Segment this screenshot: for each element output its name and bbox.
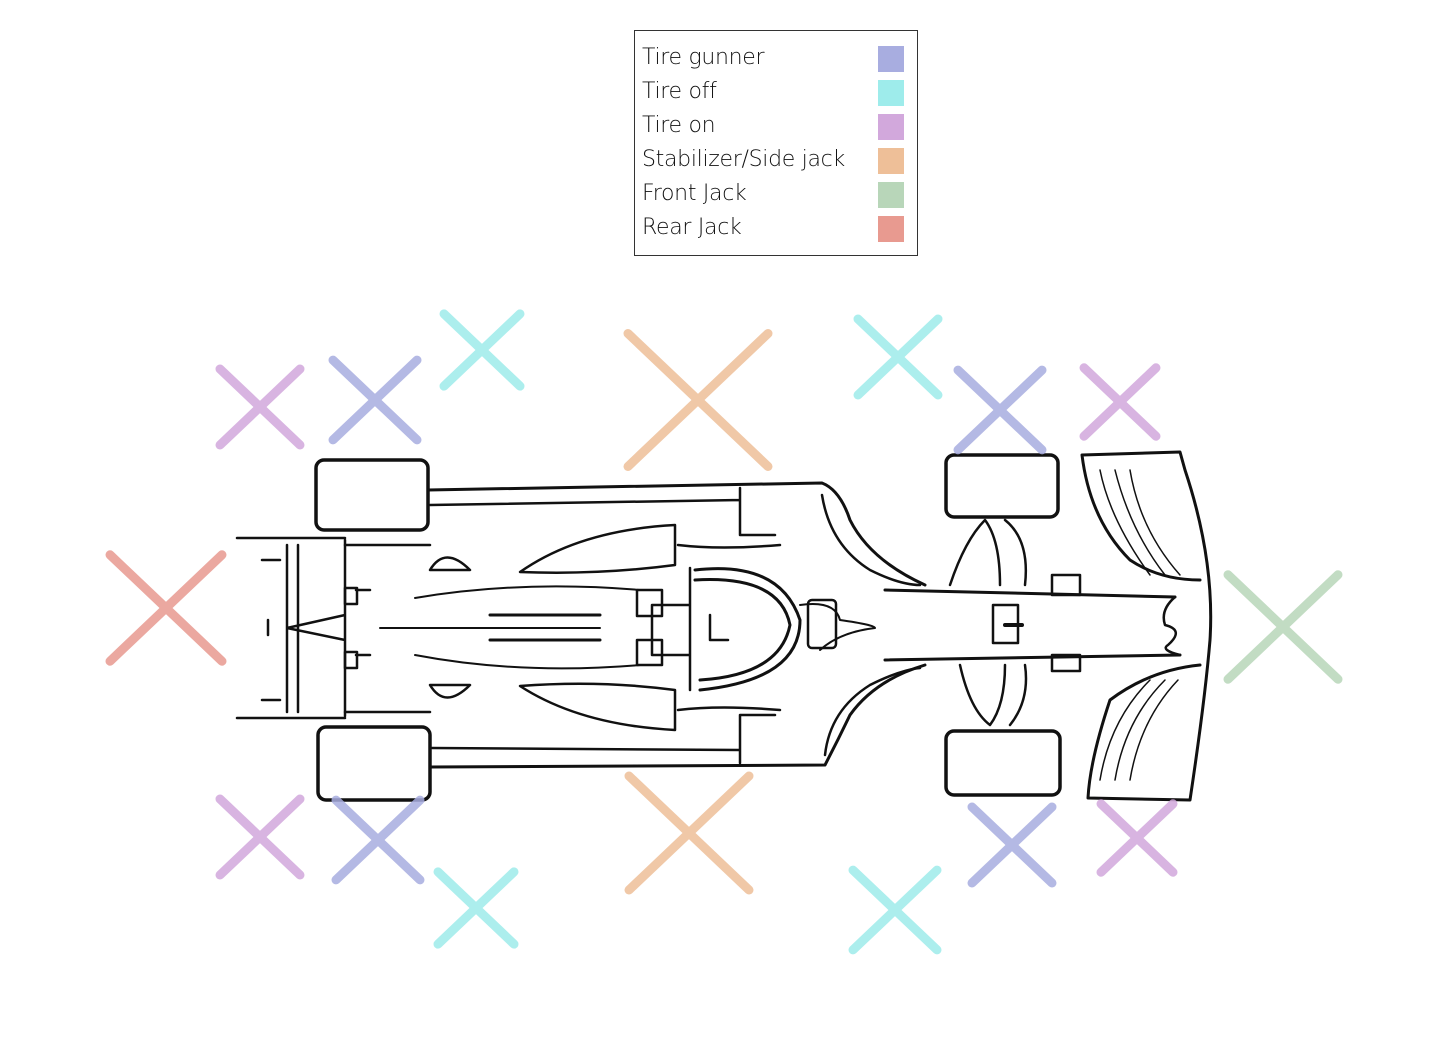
legend-label: Rear Jack: [642, 215, 742, 240]
marker-stroke: [328, 355, 422, 445]
crew-marker-tire-off: [439, 309, 525, 391]
legend-swatch: [878, 216, 904, 242]
legend-item: Front Jack: [642, 179, 904, 213]
crew-marker-stabilizer-side-jack: [624, 771, 754, 895]
legend-item: Stabilizer/Side jack: [642, 145, 904, 179]
crew-marker-rear-jack: [105, 550, 227, 666]
crew-marker-tire-on: [215, 794, 305, 880]
marker-stroke: [215, 794, 305, 880]
marker-stroke: [1079, 363, 1161, 441]
legend-label: Front Jack: [642, 181, 747, 206]
crew-marker-tire-on: [1096, 799, 1178, 877]
crew-marker-tire-gunner: [328, 355, 422, 445]
crew-marker-tire-gunner: [953, 365, 1047, 455]
marker-stroke: [1223, 570, 1343, 684]
legend-swatch: [878, 114, 904, 140]
legend-swatch: [878, 148, 904, 174]
legend-item: Tire gunner: [642, 43, 904, 77]
crew-marker-tire-off: [433, 867, 519, 949]
marker-stroke: [439, 309, 525, 391]
legend-item: Tire off: [642, 77, 904, 111]
marker-stroke: [331, 795, 425, 885]
crew-marker-tire-gunner: [331, 795, 425, 885]
marker-stroke: [848, 865, 942, 955]
marker-stroke: [623, 329, 773, 471]
marker-stroke: [105, 550, 227, 666]
crew-marker-stabilizer-side-jack: [623, 329, 773, 471]
marker-stroke: [624, 771, 754, 895]
crew-marker-tire-gunner: [967, 802, 1057, 888]
crew-marker-tire-off: [848, 865, 942, 955]
legend-swatch: [878, 46, 904, 72]
front-left-tire: [944, 453, 1060, 519]
crew-marker-tire-on: [215, 364, 305, 450]
rear-left-tire: [314, 458, 430, 532]
marker-stroke: [433, 867, 519, 949]
crew-markers: [105, 309, 1343, 955]
legend-label: Tire off: [642, 79, 717, 104]
legend-label: Tire on: [642, 113, 716, 138]
legend-swatch: [878, 80, 904, 106]
marker-stroke: [953, 365, 1047, 455]
legend-label: Stabilizer/Side jack: [642, 147, 845, 172]
marker-stroke: [215, 364, 305, 450]
crew-marker-tire-off: [853, 314, 943, 400]
front-right-tire: [944, 729, 1062, 797]
marker-stroke: [967, 802, 1057, 888]
marker-stroke: [853, 314, 943, 400]
car-outline: [235, 450, 1213, 802]
legend-item: Tire on: [642, 111, 904, 145]
crew-marker-front-jack: [1223, 570, 1343, 684]
legend-label: Tire gunner: [642, 45, 765, 70]
legend-swatch: [878, 182, 904, 208]
crew-marker-tire-on: [1079, 363, 1161, 441]
marker-stroke: [1096, 799, 1178, 877]
rear-right-tire: [316, 725, 432, 802]
legend-item: Rear Jack: [642, 213, 904, 247]
